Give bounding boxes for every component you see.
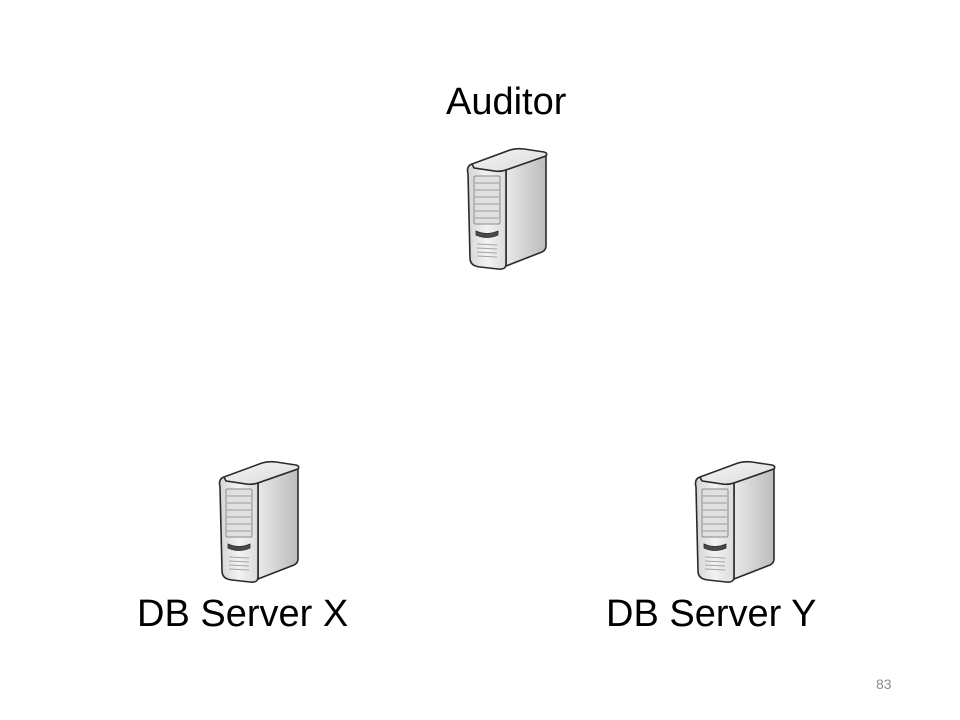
page-number: 83 [876,676,892,692]
server-icon [458,146,548,272]
db-server-x-label: DB Server X [137,593,349,635]
server-icon [686,459,776,585]
server-icon [210,459,300,585]
auditor-label: Auditor [446,81,567,123]
db-server-y-label: DB Server Y [606,593,817,635]
